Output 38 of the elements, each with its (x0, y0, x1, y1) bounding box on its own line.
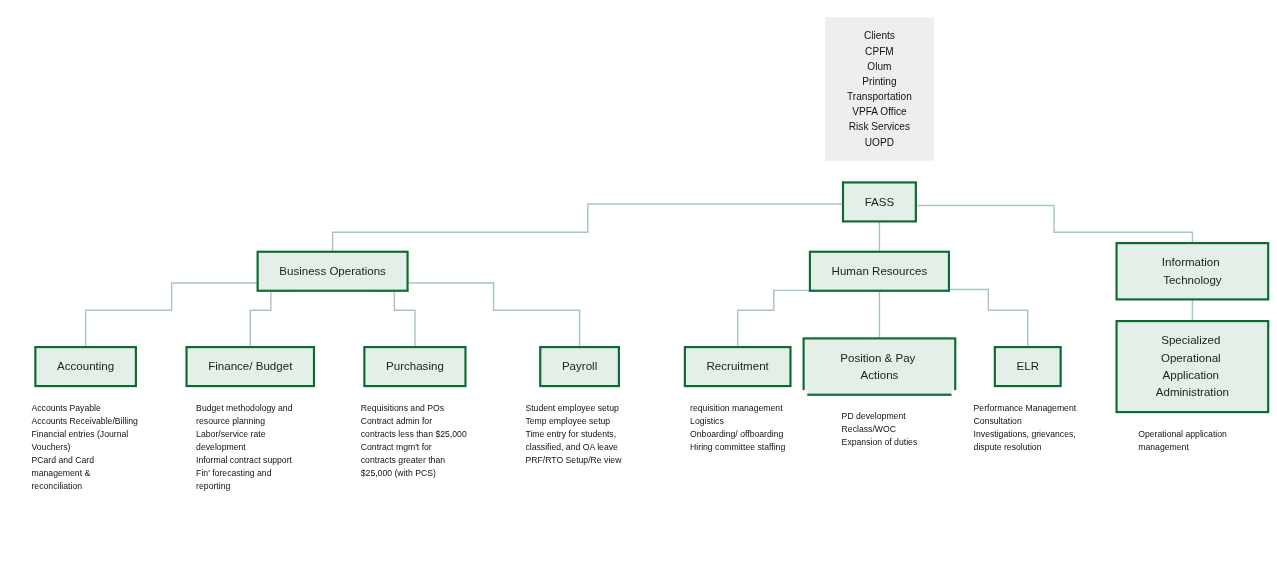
node-label: Contract mgm't for contracts greater than $25,000 (with PCS) (360, 441, 445, 478)
node-box: Specialized Operational Application Administration (1114, 319, 1269, 414)
node-label: Hiring committee staffing (689, 441, 785, 452)
node-label: Contract admin for contracts less than $25,000 (360, 415, 467, 439)
node-label: Logistics (689, 415, 724, 426)
node-label: Requisitions and POs (360, 402, 444, 413)
node-label: Accounts Receivable/Billing (30, 415, 138, 426)
node-label: Consultation (973, 415, 1022, 426)
node-label: Performance Management (973, 402, 1076, 413)
node-label: Expansion of duties (841, 437, 917, 448)
node-box: Recruitment (683, 345, 792, 388)
node-box: ELR (993, 345, 1062, 388)
node-box: Payroll (538, 345, 620, 388)
node-label: Student employee setup (524, 402, 619, 413)
node-label: Onboarding/ offboarding (689, 428, 783, 439)
node-box: Finance/ Budget (184, 345, 315, 388)
node-label: Temp employee setup (524, 415, 610, 426)
node-label: Financial entries (Journal Vouchers) (30, 428, 128, 452)
node-label: Reclass/WOC (841, 424, 896, 435)
node-label: Informal contract support (195, 454, 292, 465)
node-label: Labor/service rate development (195, 428, 265, 452)
node-box: Information Technology (1114, 241, 1269, 301)
node-box: Human Resources (808, 250, 950, 292)
node-box: Accounting (33, 345, 137, 388)
node-label: Time entry for students, classified, and OA leave (524, 428, 618, 452)
node-label: PRF/RTO Setup/Re view (524, 454, 621, 465)
node-label: requisition management (689, 402, 783, 413)
node-box: Purchasing (362, 345, 467, 388)
node-box: Business Operations (256, 250, 409, 292)
node-label: PCard and Card management & reconciliation (30, 454, 94, 491)
node-box: Position & Pay Actions (802, 337, 956, 396)
node-label: PD development (841, 411, 906, 422)
node-box: FASS (841, 181, 917, 223)
node-label: Budget methodology and resource planning (195, 402, 292, 426)
node-label: Operational application management (1137, 428, 1227, 452)
node-label: Accounts Payable (30, 402, 101, 413)
node-label: Investigations, grievances, dispute resolution (973, 428, 1076, 452)
node-label: Fin' forecasting and reporting (195, 467, 271, 491)
